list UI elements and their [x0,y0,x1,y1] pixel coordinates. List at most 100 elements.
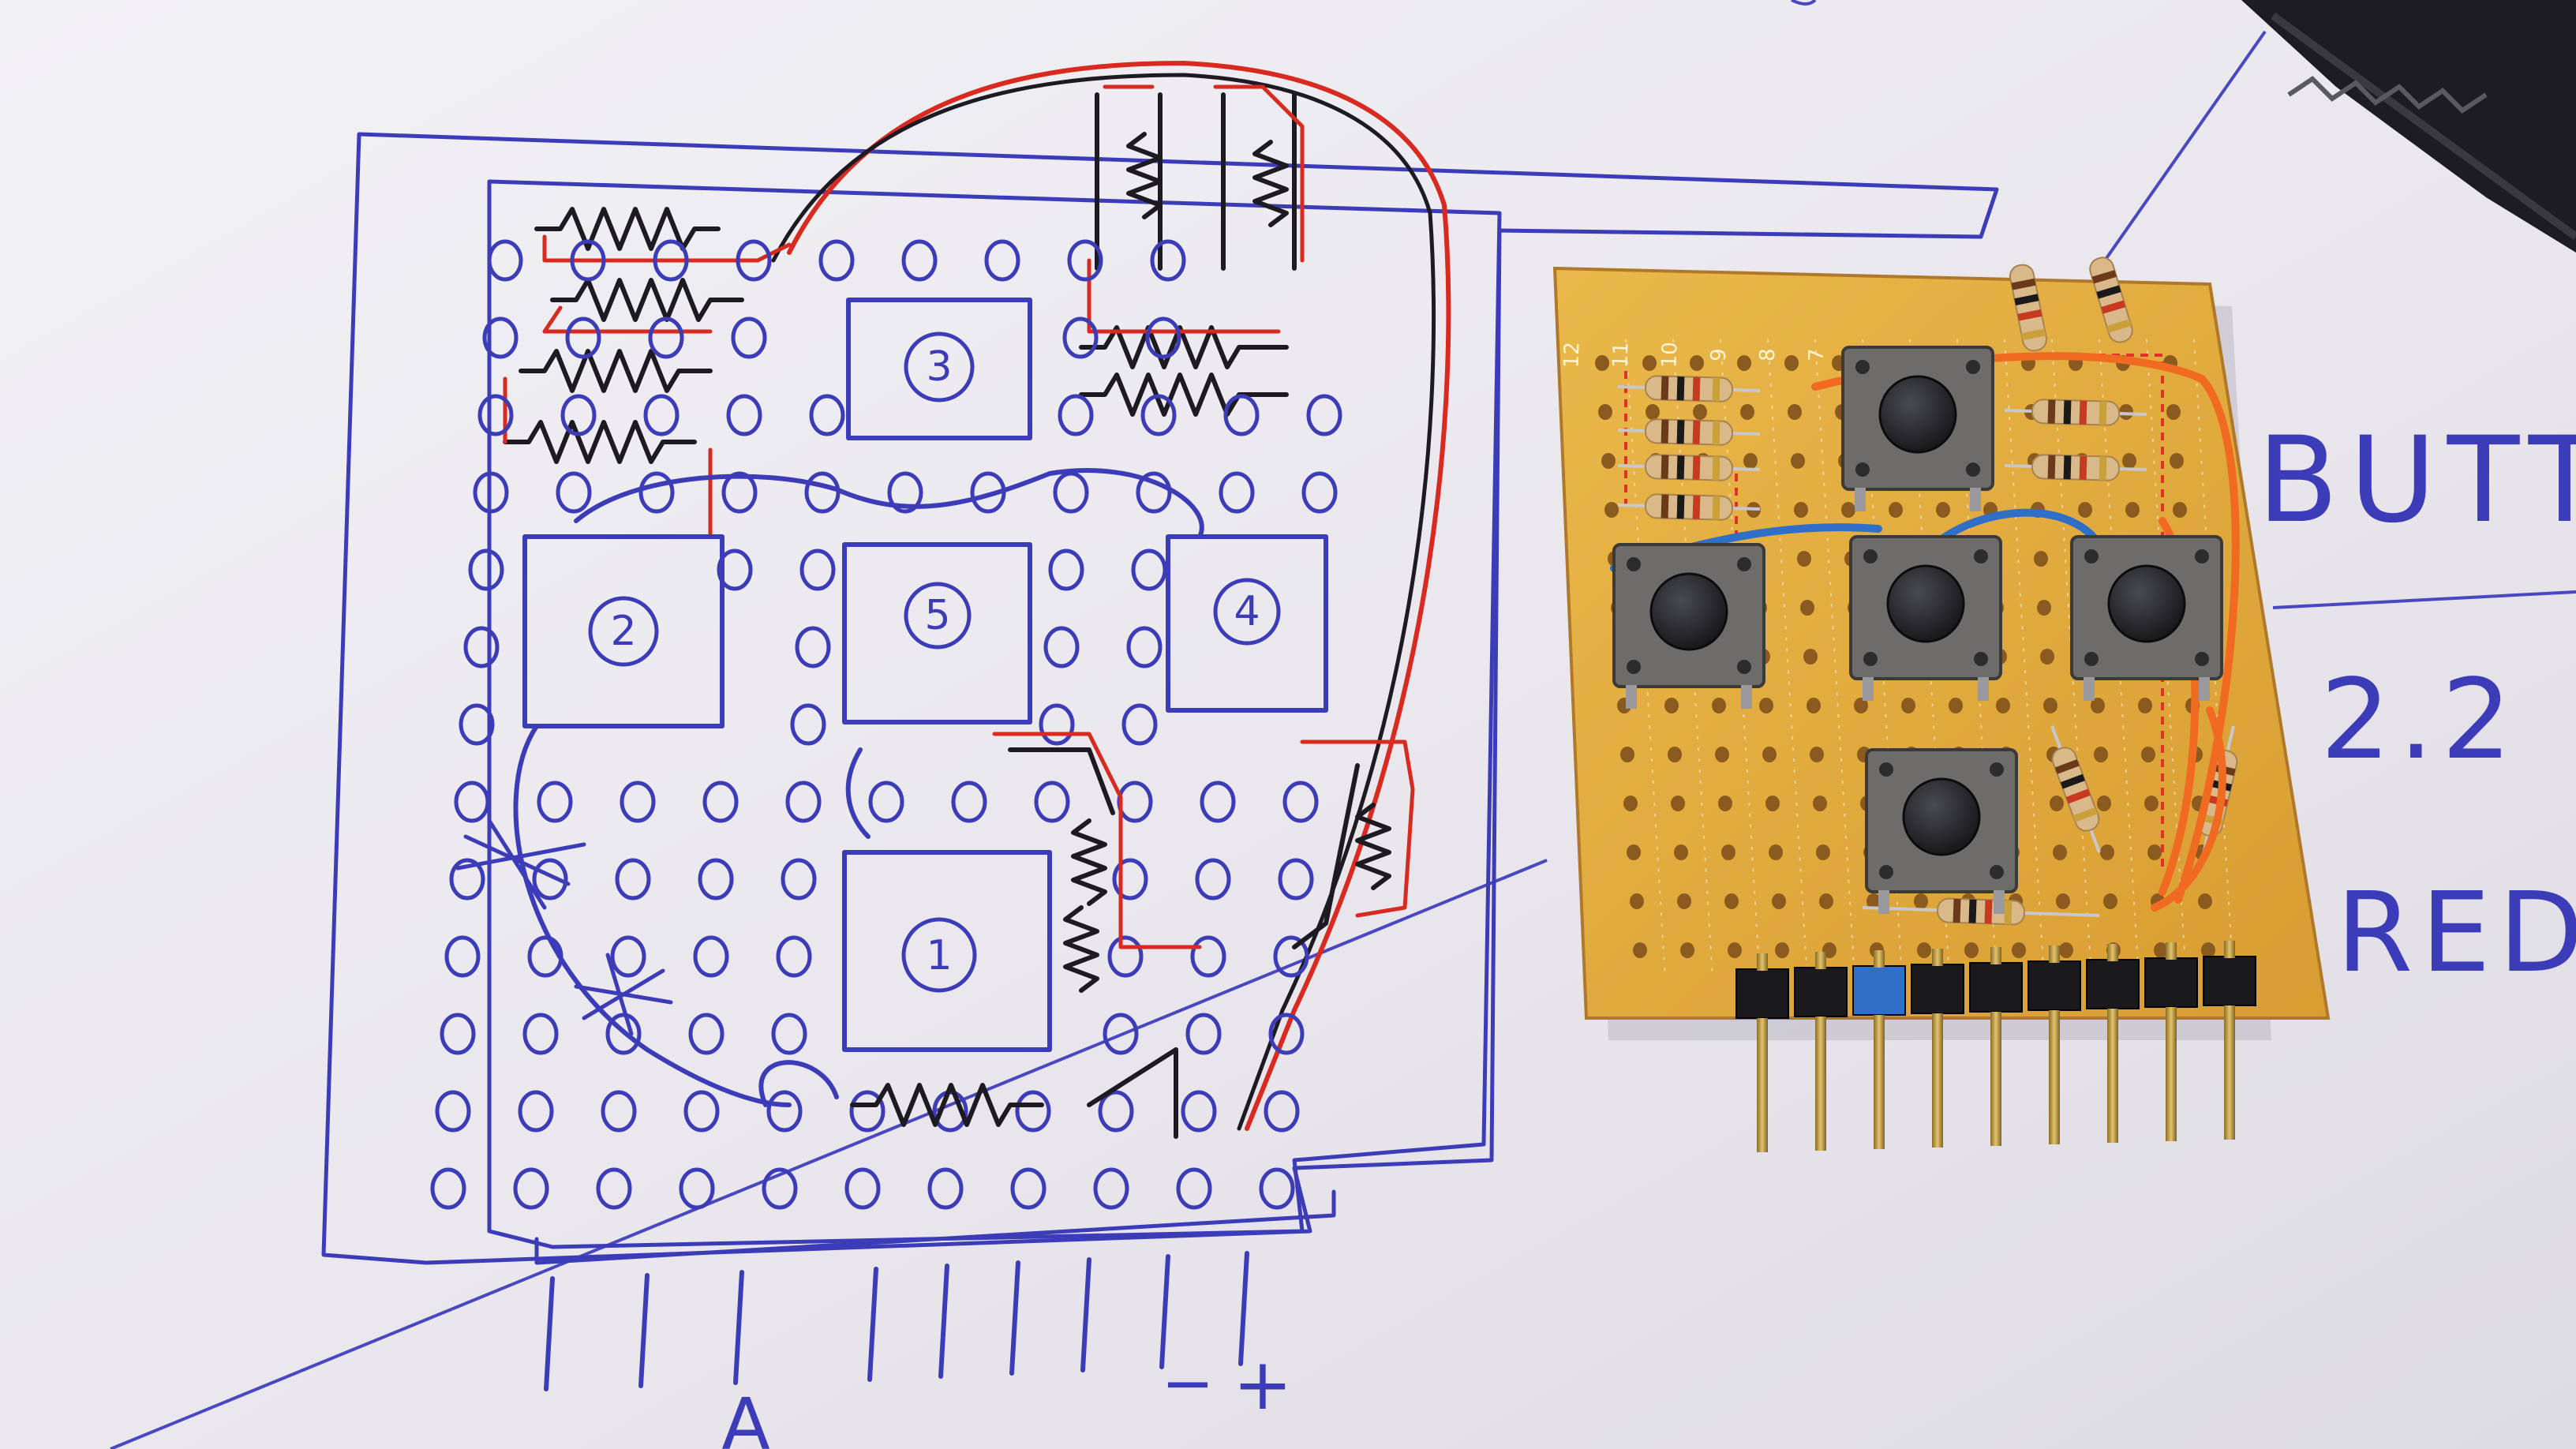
sketch-hole [605,1013,642,1055]
resistor-band [1676,420,1685,444]
sketch-header-pin [544,1276,555,1391]
sketch-x-marks [455,818,673,1036]
board-column-number: 9 [1707,348,1732,362]
resistor-band [2060,773,2085,789]
sketch-hole [717,549,753,591]
board-hole [1623,796,1638,811]
header-block [2086,959,2140,1009]
resistor-band [2054,758,2080,774]
sketch-hole [776,935,812,978]
tactile-button [2070,535,2223,701]
button-rivet [1737,660,1751,674]
sketch-hole [565,316,601,359]
sketch-hole [537,781,573,823]
sketch-hole [435,1090,471,1133]
board-column-number: 10 [1657,342,1682,369]
resistor [2031,454,2121,481]
sketch-hole [844,1167,881,1210]
board-hole [1797,551,1811,567]
sketch-hole [809,394,845,436]
board-hole [2122,453,2136,469]
sketch-blue-wires [513,468,1204,1107]
resistor-band [2079,400,2087,425]
note-line-1: BUTTO [2257,412,2576,549]
sketch-hole [1273,935,1309,978]
header-pin-top [1874,950,1885,968]
sketch-header-bar [534,1189,1336,1265]
board-hole [2144,796,2159,811]
resistor-band [2072,807,2098,822]
board-hole [1810,747,1824,762]
sketch-hole [1185,1013,1222,1055]
resistor-band [1676,455,1685,480]
board-hole [1854,698,1868,713]
button-rivet [1879,865,1893,879]
sketch-hole [513,1167,549,1210]
sketch-label-2: 2 [610,608,636,655]
board-hole [2050,796,2064,811]
board-hole [1721,844,1735,860]
header-pin [1757,1018,1768,1152]
sketch-header-pin [1009,1260,1020,1376]
sketch-hole [1048,549,1084,591]
board-buttons [1612,346,2223,914]
sketch-hole [1010,1167,1046,1210]
sketch-hole [463,626,500,668]
sketch-hole [473,471,509,514]
sketch-switch-2 [522,534,724,728]
board-hole [1759,698,1773,713]
sketch-hole [766,1090,803,1133]
sketch-hole [638,471,675,514]
sketch-hole [620,781,656,823]
sketch-header-pin [733,1270,744,1385]
board-hole [1728,942,1742,958]
sketch-hole [1306,394,1342,436]
board-hole [1866,893,1881,909]
note-line-2: 2.2 [2320,656,2520,784]
header-pin [1815,1017,1826,1151]
button-rivet [1737,557,1751,571]
sketch-hole [1195,858,1231,900]
sketch-hole [459,703,495,746]
sketch-header-pin [1080,1257,1091,1372]
sketch-hole [795,626,831,668]
board-hole [1627,844,1641,860]
sketch-hole [1067,239,1103,282]
board-hole [1772,893,1786,909]
resistor-band [1661,455,1669,479]
sketch-switch-4 [1166,534,1328,713]
board-hole [1775,942,1789,958]
sketch-hole [1039,703,1075,746]
resistor-band [1661,494,1669,519]
sketch-hole [1121,703,1158,746]
header-pin-top [2224,941,2235,958]
board-hole [2138,698,2152,713]
button-cap [1886,564,1965,643]
board-hole [1737,355,1751,371]
resistor-band [2091,270,2117,284]
sketch-header-pin [638,1273,650,1388]
resistor [2009,264,2048,352]
board-hole [1889,502,1903,518]
button-leg [2084,677,2095,701]
board-hole [2043,698,2057,713]
resistor-band [2079,455,2087,480]
sketch-hole [449,858,485,900]
sketch-hole [643,394,680,436]
header-pin-top [1932,949,1943,966]
board-hole [2100,844,2114,860]
sketch-hole [1043,626,1080,668]
board-column-number: 12 [1559,342,1584,369]
board-hole [2078,502,2092,518]
sketch-hole [1145,316,1181,359]
sketch-hole [887,471,923,514]
header-block [2203,956,2256,1006]
board-hole [2173,502,2187,518]
header-pin [2107,1009,2118,1143]
sketch-resistors-middle [1008,747,1391,993]
resistor-band [2099,456,2107,481]
resistor [1644,375,1734,402]
resistor-band [1712,421,1720,445]
sketch-hole [1190,935,1226,978]
sketch-hole [1062,316,1099,359]
